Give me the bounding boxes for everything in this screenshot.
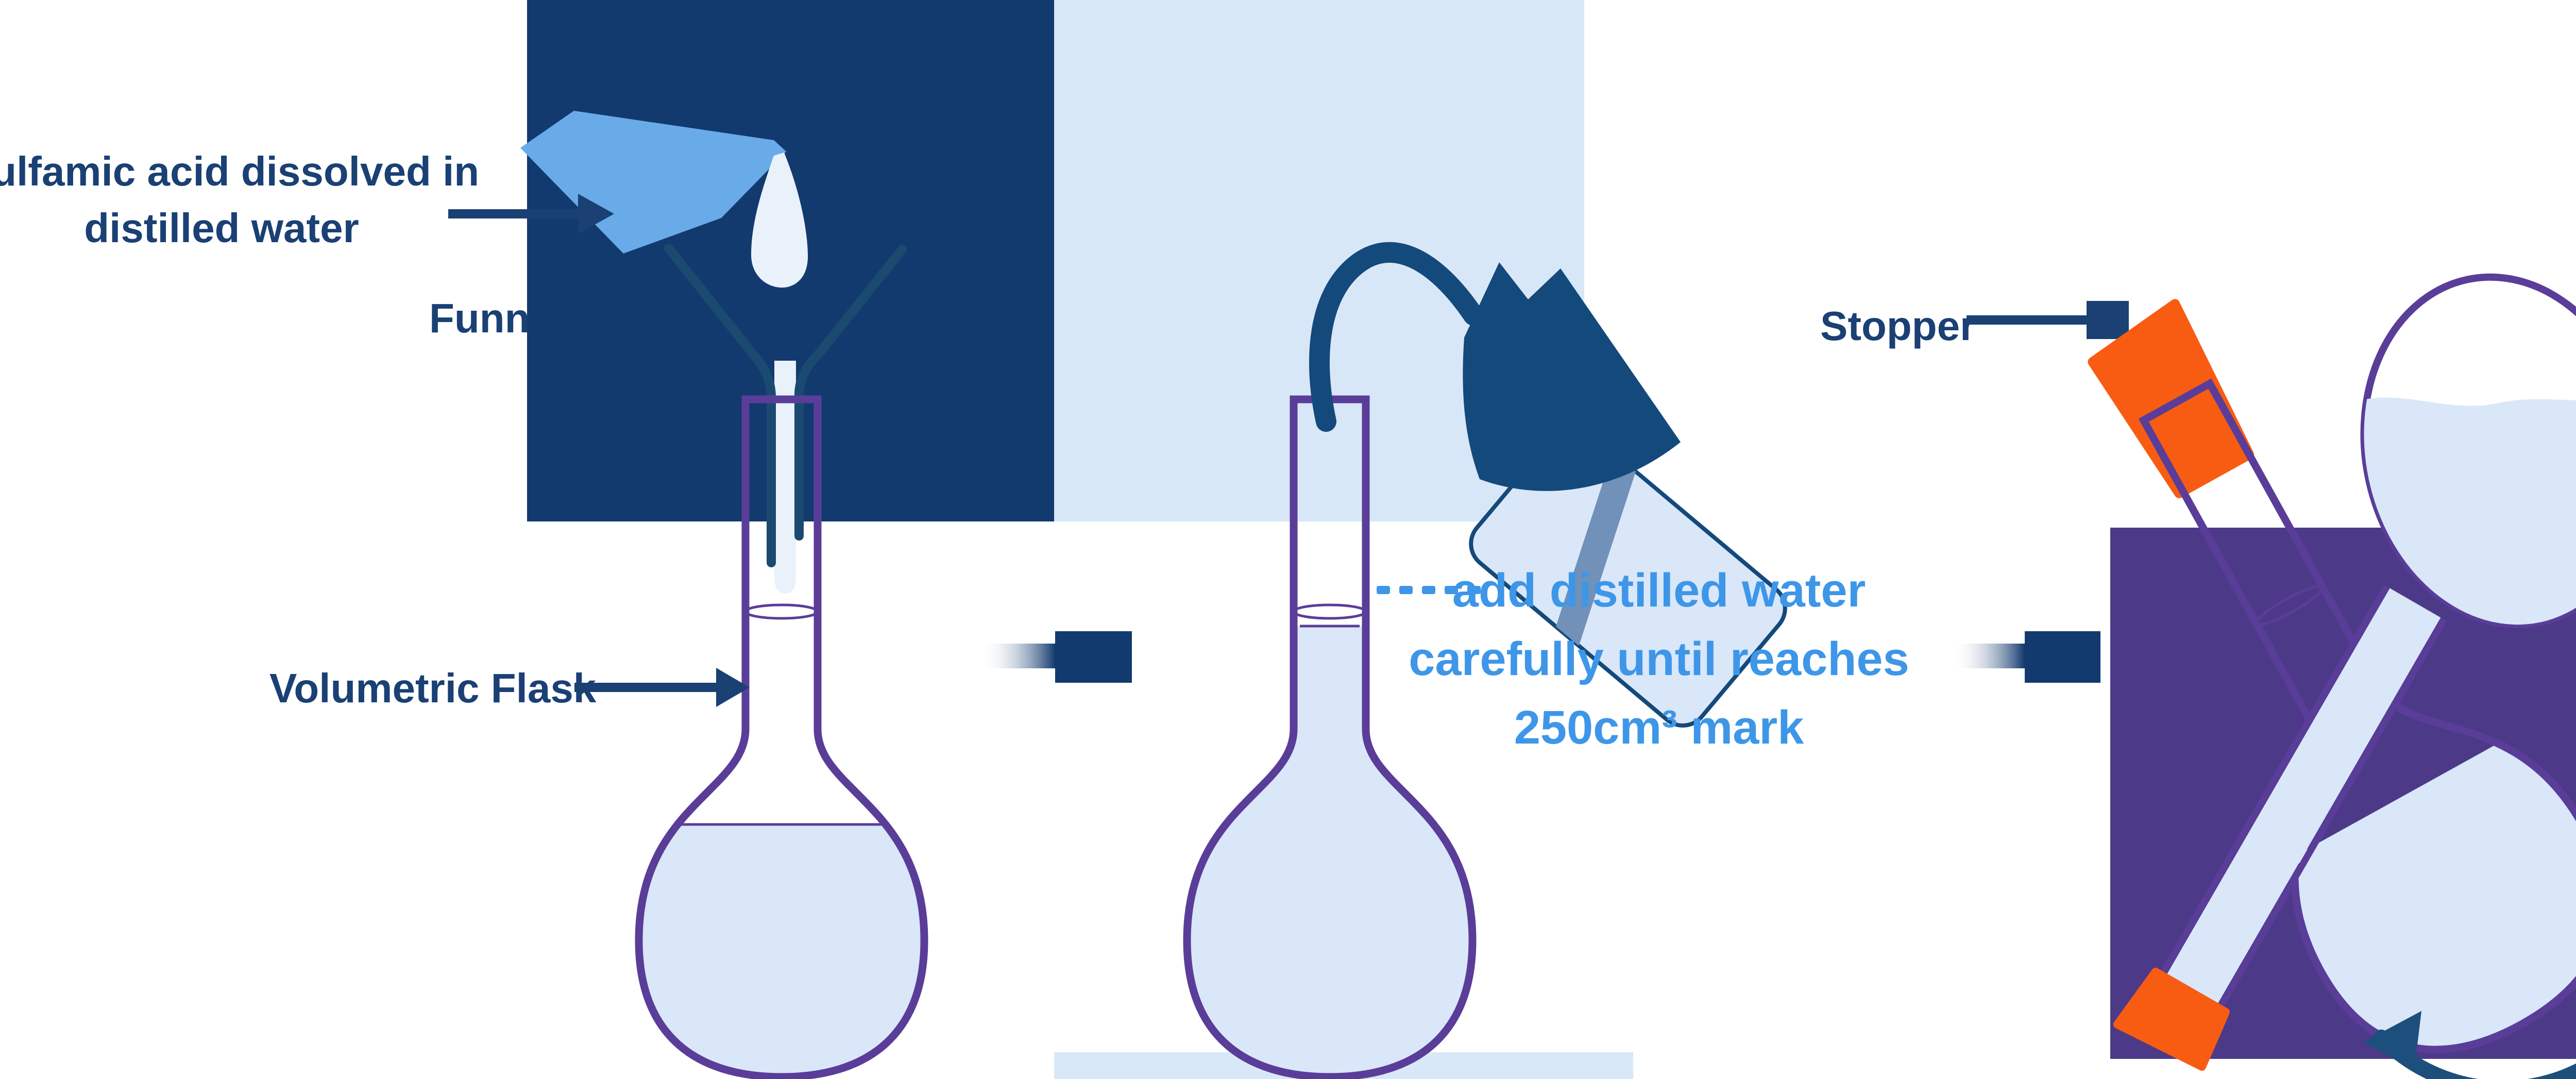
volumetric-flask-2-icon bbox=[1187, 399, 1472, 1077]
stopper-arrow-icon bbox=[1967, 301, 2129, 339]
stoppered-flask-icon bbox=[2004, 299, 2576, 1079]
inverted-flask-neck bbox=[2165, 588, 2441, 1007]
dotted-leader-icon bbox=[1377, 586, 1481, 594]
invert-rotation-arrow-icon bbox=[2364, 1011, 2576, 1079]
reagent-label-line1: Sulfamic acid dissolved in bbox=[0, 148, 479, 194]
stopper-label: Stopper bbox=[1820, 303, 1976, 349]
inverted-flask-neck-edge-right bbox=[2216, 617, 2447, 1010]
stoppered-flask-ring bbox=[2255, 584, 2325, 627]
fill-note-line2: carefully until reaches bbox=[1409, 633, 1909, 685]
fill-note-line3: 250cm³ mark bbox=[1514, 701, 1804, 754]
wash-bottle-icon bbox=[1309, 242, 1787, 728]
wash-bottle-nozzle bbox=[1309, 242, 1484, 432]
volumetric-flask-1-icon bbox=[639, 399, 924, 1077]
reagent-label-line2: distilled water bbox=[84, 205, 359, 251]
volumetric-flask-label: Volumetric Flask bbox=[269, 665, 597, 711]
funnel-stream bbox=[774, 361, 796, 594]
flask2-graduation-ring bbox=[1292, 603, 1367, 620]
pour-stream-icon bbox=[751, 153, 808, 288]
fill-note-line1: add distilled water bbox=[1452, 564, 1866, 617]
beaker-pouring-icon bbox=[520, 111, 808, 288]
inverted-flask-neck-edge-left bbox=[2159, 584, 2389, 977]
stopper-bottom-icon bbox=[2113, 968, 2230, 1071]
reagent-arrow-icon bbox=[448, 194, 614, 234]
beaker-body bbox=[520, 111, 786, 254]
transition-arrow-1-icon bbox=[981, 631, 1132, 683]
stopper-top-icon bbox=[2088, 299, 2255, 498]
wash-bottle-straw bbox=[1552, 454, 1639, 648]
flask1-graduation-ring bbox=[744, 603, 819, 620]
volumetric-flask-arrow-icon bbox=[574, 668, 750, 707]
wash-bottle-cap bbox=[1463, 262, 1681, 491]
transition-arrow-2-icon bbox=[1953, 631, 2100, 683]
funnel-right-edge bbox=[794, 245, 907, 541]
